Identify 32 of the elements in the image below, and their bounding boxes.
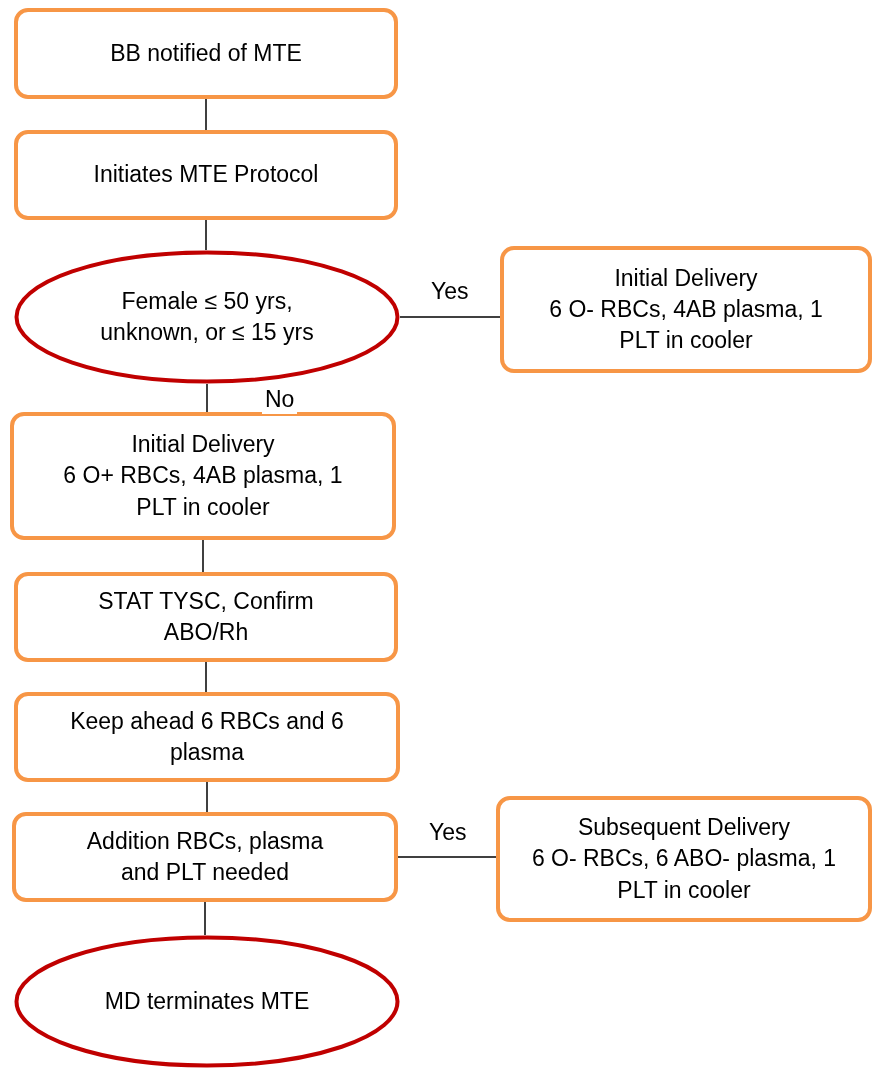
terminal-ellipse: [14, 935, 400, 1068]
connector-line: [204, 901, 206, 936]
connector-line: [206, 383, 208, 413]
process-box: [496, 796, 872, 922]
connector-line: [205, 661, 207, 693]
connector-line: [397, 856, 497, 858]
connector-line: [205, 219, 207, 251]
box-text: Female ≤ 50 yrs, unknown, or ≤ 15 yrs: [99, 286, 315, 347]
box-text: Keep ahead 6 RBCs and 6 plasma: [69, 706, 345, 767]
box-text: 6 O+ RBCs, 4AB plasma, 1 PLT in cooler: [62, 461, 344, 522]
connector-line: [206, 781, 208, 813]
process-box: [14, 130, 398, 220]
box-heading: Initial Delivery: [130, 430, 276, 460]
box-text: STAT TYSC, Confirm ABO/Rh: [97, 586, 315, 647]
terminal-ellipse: [14, 250, 400, 384]
box-text: Addition RBCs, plasma and PLT needed: [85, 826, 325, 887]
box-text: 6 O- RBCs, 6 ABO- plasma, 1 PLT in cooler: [530, 844, 838, 905]
process-box: [14, 692, 400, 782]
box-text: BB notified of MTE: [109, 38, 303, 68]
box-heading: Subsequent Delivery: [576, 813, 792, 843]
box-heading: Initial Delivery: [613, 263, 759, 293]
connector-line: [205, 98, 207, 131]
connector-line: [399, 316, 501, 318]
process-box: [14, 572, 398, 662]
box-text: Initiates MTE Protocol: [92, 160, 320, 190]
process-box: [12, 812, 398, 902]
connector-line: [202, 539, 204, 573]
box-text: MD terminates MTE: [103, 986, 311, 1016]
process-box: [10, 412, 396, 540]
box-text: 6 O- RBCs, 4AB plasma, 1 PLT in cooler: [548, 294, 824, 355]
process-box: [14, 8, 398, 99]
process-box: [500, 246, 872, 373]
